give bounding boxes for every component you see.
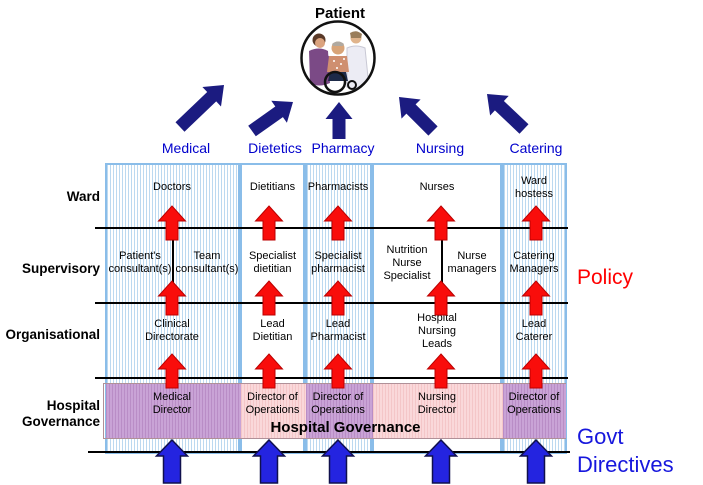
govt-line2: Directives <box>577 452 674 477</box>
column-header-pharmacy: Pharmacy <box>311 140 375 156</box>
cell-gov-director-ops-diet: Director of Operations <box>245 391 300 416</box>
cell-ward-doctors: Doctors <box>153 181 191 193</box>
cell-sup-specialist-dietitian: Specialist dietitian <box>248 250 297 275</box>
row-label-governance: Hospital Governance <box>21 398 100 429</box>
cell-org-lead-caterer: Lead Caterer <box>515 318 553 343</box>
patient-photo <box>300 20 376 96</box>
divider-medical-consultants <box>172 228 174 302</box>
govt-line1: Govt <box>577 424 624 449</box>
cell-ward-pharmacists: Pharmacists <box>307 181 369 193</box>
cell-gov-director-ops-pharm: Director of Operations <box>311 391 365 416</box>
column-header-medical: Medical <box>161 140 211 156</box>
policy-label: Policy <box>577 266 634 289</box>
cell-sup-catering-managers: Catering Managers <box>509 250 559 275</box>
cell-sup-nutrition-specialist: Nutrition Nurse Specialist <box>383 244 431 282</box>
column-header-catering: Catering <box>509 140 563 156</box>
divider-nursing <box>441 228 443 302</box>
cell-gov-nursing-director: Nursing Director <box>417 391 457 416</box>
cell-sup-patients-consultant: Patient's consultant(s) <box>108 250 172 275</box>
hospital-governance-banner: Hospital Governance <box>270 419 421 436</box>
wheelchair-wheel <box>323 70 347 94</box>
column-header-dietetics: Dietetics <box>248 140 302 156</box>
cell-ward-dietitians: Dietitians <box>249 181 296 193</box>
column-header-nursing: Nursing <box>415 140 465 156</box>
row-label-ward: Ward <box>66 189 100 204</box>
cell-org-lead-pharmacist: Lead Pharmacist <box>310 318 366 343</box>
cell-org-lead-dietitian: Lead Dietitian <box>252 318 293 343</box>
nursing-to-patient-arrow-icon <box>399 97 438 136</box>
cell-ward-hostess: Ward hostess <box>515 175 553 200</box>
patient-body <box>327 56 349 72</box>
governance-segment-medical <box>106 384 241 438</box>
line-organisational-governance <box>95 377 568 379</box>
dietetics-to-patient-arrow-icon <box>248 100 293 137</box>
cell-org-clinical-directorate: Clinical Directorate <box>145 318 199 343</box>
cell-sup-specialist-pharmacist: Specialist pharmacist <box>311 250 365 275</box>
cell-sup-team-consultant: Team consultant(s) <box>175 250 239 275</box>
governance-segment-pharmacy <box>306 384 373 438</box>
line-supervisory-organisational <box>95 302 568 304</box>
governance-segment-catering <box>503 384 566 438</box>
cell-sup-nurse-managers: Nurse managers <box>447 250 497 275</box>
cell-gov-medical-director: Medical Director <box>152 391 192 416</box>
cell-gov-director-ops-catering: Director of Operations <box>507 391 561 416</box>
cell-org-nursing-leads: Hospital Nursing Leads <box>417 312 457 350</box>
line-ward-supervisory <box>95 227 568 229</box>
row-label-supervisory: Supervisory <box>21 261 100 276</box>
governance-segment-nursing <box>373 384 503 438</box>
row-label-organisational: Organisational <box>5 327 100 342</box>
medical-to-patient-arrow-icon <box>175 85 224 132</box>
cell-ward-nurses: Nurses <box>419 181 455 193</box>
patient-title: Patient <box>314 5 365 22</box>
catering-to-patient-arrow-icon <box>487 94 529 134</box>
pharmacy-to-patient-arrow-icon <box>325 102 353 139</box>
hospital-governance-band <box>103 383 566 439</box>
line-bottom <box>88 451 570 453</box>
govt-directives-label: Govt Directives <box>577 423 674 479</box>
governance-segment-dietetics <box>241 384 306 438</box>
carer-left-body <box>309 48 330 86</box>
